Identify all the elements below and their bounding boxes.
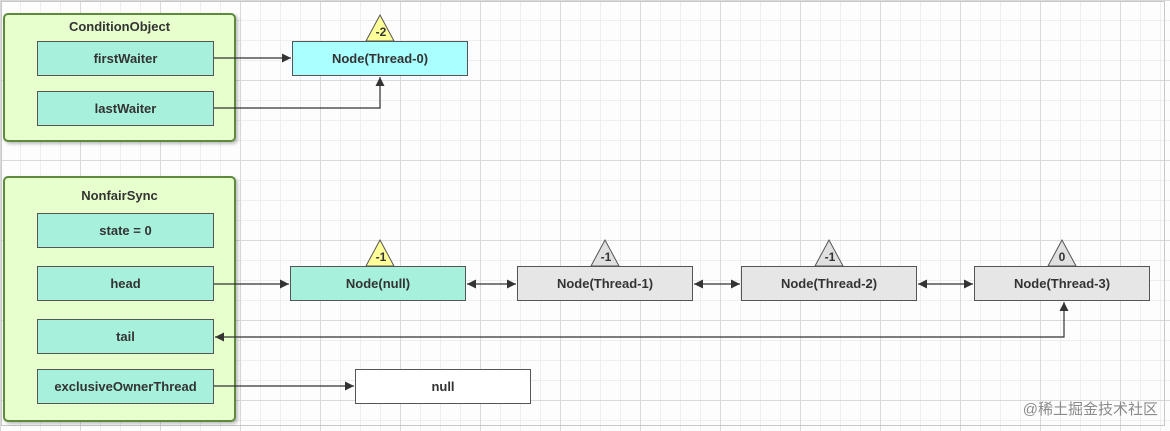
owner-null-box: null (355, 369, 531, 404)
status-value-thread-2: -1 (825, 250, 836, 264)
tail-field: tail (37, 319, 214, 354)
status-triangle-thread-3 (1047, 238, 1077, 267)
status-thread-3: 0 (1047, 238, 1077, 267)
status-null-node: -1 (365, 238, 395, 267)
status-value-thread-0: -2 (376, 25, 387, 39)
exclusive-owner-thread-field: exclusiveOwnerThread (37, 369, 214, 404)
status-value-null-node: -1 (376, 250, 387, 264)
node-thread-1: Node(Thread-1) (517, 266, 693, 301)
last-waiter-field: lastWaiter (37, 91, 214, 126)
nonfair-sync-title: NonfairSync (81, 188, 158, 203)
status-value-thread-1: -1 (601, 250, 612, 264)
node-thread-3: Node(Thread-3) (974, 266, 1150, 301)
status-thread-2: -1 (814, 238, 844, 267)
last-waiter-arrow (214, 77, 385, 109)
watermark-text: @稀土掘金技术社区 (1022, 401, 1158, 418)
status-triangle-thread-0 (365, 13, 395, 42)
status-value-thread-3: 0 (1059, 250, 1066, 264)
node-null: Node(null) (290, 266, 466, 301)
first-waiter-field: firstWaiter (37, 41, 214, 76)
status-thread-1: -1 (590, 238, 620, 267)
status-triangle-thread-2 (814, 238, 844, 267)
status-triangle-null-node (365, 238, 395, 267)
status-thread-0: -2 (365, 13, 395, 42)
state-field: state = 0 (37, 213, 214, 248)
tail-arrow (215, 302, 1069, 342)
condition-object-title: ConditionObject (68, 19, 171, 34)
status-triangle-thread-1 (590, 238, 620, 267)
node-thread-2: Node(Thread-2) (741, 266, 917, 301)
head-field: head (37, 266, 214, 301)
node-thread-0: Node(Thread-0) (292, 41, 468, 76)
